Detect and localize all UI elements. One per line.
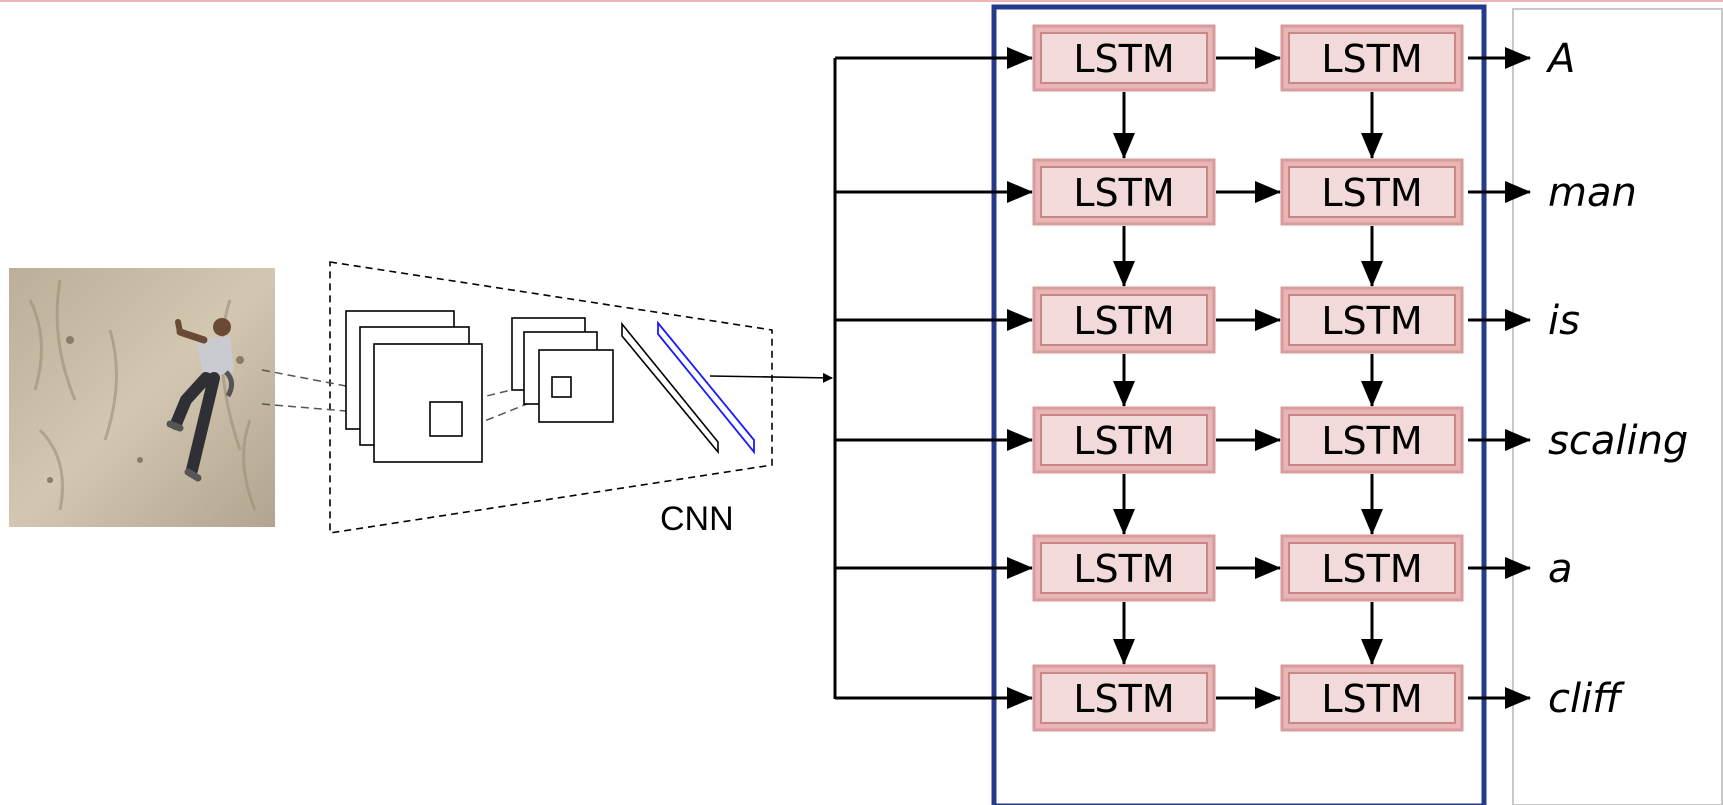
rock-climber-photo: [9, 268, 275, 527]
lstm-label: LSTM: [1321, 299, 1422, 343]
lstm-label: LSTM: [1321, 171, 1422, 215]
output-word: a: [1548, 546, 1573, 592]
lstm-cell: LSTM: [1280, 664, 1464, 732]
feature-maps-layer-1: [345, 310, 483, 463]
lstm-cell: LSTM: [1280, 534, 1464, 602]
output-word: man: [1548, 170, 1637, 216]
output-panel: [1512, 8, 1723, 805]
fc-layer-highlight: [657, 320, 755, 455]
lstm-label: LSTM: [1073, 547, 1174, 591]
lstm-label: LSTM: [1073, 419, 1174, 463]
lstm-cell: LSTM: [1280, 158, 1464, 226]
lstm-grid: LSTM LSTM LSTM LSTM LSTM LSTM LSTM LSTM LSTM LSTM…: [835, 24, 1531, 732]
lstm-cell: LSTM: [1032, 158, 1216, 226]
lstm-cell: LSTM: [1032, 664, 1216, 732]
lstm-label: LSTM: [1073, 171, 1174, 215]
cnn-outline: [329, 261, 773, 534]
lstm-cell: LSTM: [1032, 406, 1216, 474]
lstm-label: LSTM: [1073, 299, 1174, 343]
lstm-label: LSTM: [1073, 37, 1174, 81]
output-word: cliff: [1548, 676, 1625, 722]
lstm-label: LSTM: [1321, 419, 1422, 463]
lstm-stack-frame: [991, 4, 1487, 805]
lstm-cell: LSTM: [1032, 534, 1216, 602]
lstm-cell: LSTM: [1280, 286, 1464, 354]
output-word: scaling: [1548, 418, 1688, 464]
output-word: is: [1548, 298, 1580, 344]
lstm-label: LSTM: [1321, 677, 1422, 721]
lstm-cell: LSTM: [1032, 24, 1216, 92]
lstm-cell: LSTM: [1280, 24, 1464, 92]
lstm-label: LSTM: [1321, 547, 1422, 591]
cnn-label: CNN: [660, 500, 734, 538]
lstm-label: LSTM: [1073, 677, 1174, 721]
cnn-output-arrow: [709, 372, 833, 383]
lstm-cell: LSTM: [1280, 406, 1464, 474]
feature-maps-layer-2: [511, 317, 614, 423]
lstm-cell: LSTM: [1032, 286, 1216, 354]
output-word: A: [1545, 36, 1575, 82]
fc-layer: [621, 321, 719, 455]
lstm-label: LSTM: [1321, 37, 1422, 81]
